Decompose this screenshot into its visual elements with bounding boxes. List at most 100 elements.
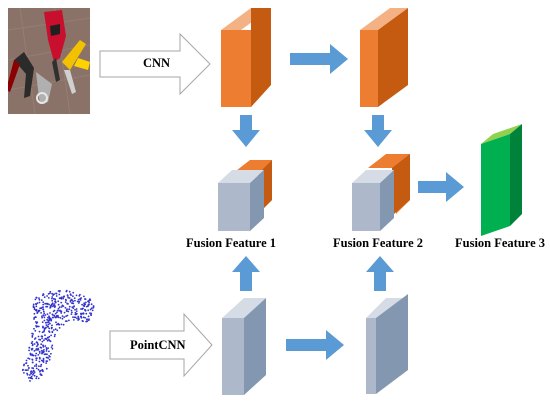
fusion-feature-3-block [481, 124, 522, 236]
point-cloud-dot [30, 372, 33, 375]
point-cloud-dot [35, 305, 38, 308]
point-cloud-dot [52, 298, 55, 300]
point-cloud-dot [90, 314, 92, 317]
point-cloud-dot [29, 352, 32, 355]
point-cloud-dot [60, 323, 63, 326]
point-cloud-dot [33, 343, 36, 345]
point-cloud-dot [39, 338, 42, 341]
point-cloud-dot [29, 380, 31, 382]
point-cloud-dot [51, 297, 53, 300]
point-cloud-dot [53, 309, 56, 312]
point-cloud-dot [41, 315, 43, 318]
point-cloud-dot [69, 300, 72, 303]
point-cloud-dot [38, 356, 41, 359]
point-cloud-dot [42, 359, 45, 361]
point-cloud-dot [80, 308, 82, 310]
point-cloud-dot [54, 300, 56, 303]
point-cloud-dot [42, 293, 45, 296]
point-cloud-dot [21, 369, 24, 372]
point-cloud-dot [43, 312, 46, 315]
point-cloud-dot [51, 344, 54, 347]
point-cloud-dot [42, 303, 45, 306]
point-cloud-dot [48, 335, 51, 338]
point-cloud-dot [30, 375, 33, 378]
point-cloud-dot [78, 295, 81, 297]
point-cloud-dot [31, 332, 33, 335]
point-cloud-dot [31, 374, 34, 376]
point-cloud-dot [41, 340, 44, 343]
point-cloud-dot [61, 317, 64, 320]
point-cloud-dot [81, 303, 83, 306]
point-cloud-dot [55, 295, 58, 297]
point-cloud-dot [62, 296, 64, 298]
point-cloud-dot [35, 367, 38, 370]
point-cloud-dot [91, 309, 94, 312]
point-cloud-dot [49, 290, 52, 293]
point-cloud-dot [29, 353, 32, 356]
point-cloud-dot [35, 303, 38, 306]
point-cloud-dot [81, 320, 84, 322]
point-cloud-dot [33, 318, 35, 320]
point-cloud-dot [47, 321, 50, 324]
point-cloud-dot [42, 344, 44, 347]
point-cloud-dot [76, 317, 78, 320]
point-cloud-dot [31, 358, 34, 361]
point-cloud-dot [88, 318, 90, 320]
point-cloud-dot [87, 300, 89, 303]
pointcnn-feature-block-2 [366, 294, 408, 394]
point-cloud-dot [40, 349, 43, 352]
point-cloud-dot [66, 314, 69, 317]
point-cloud-dot [31, 361, 34, 364]
point-cloud-dot [65, 290, 68, 293]
point-cloud-dot [51, 347, 54, 350]
fusion-feature-2-block [352, 154, 410, 231]
point-cloud-dot [90, 307, 93, 310]
point-cloud-dot [59, 317, 62, 319]
point-cloud-dot [27, 377, 30, 379]
point-cloud-dot [43, 328, 46, 331]
point-cloud-dot [83, 295, 85, 298]
arrow-cnn1-to-cnn2 [290, 44, 348, 74]
point-cloud-dot [87, 305, 89, 308]
point-cloud-dot [67, 303, 69, 305]
point-cloud-dot [66, 294, 69, 297]
point-cloud-dot [50, 352, 52, 355]
point-cloud-dot [43, 319, 46, 322]
point-cloud-dot [48, 303, 50, 306]
point-cloud-dot [52, 314, 54, 316]
point-cloud-image [21, 289, 95, 382]
point-cloud-dot [48, 350, 50, 353]
pointcnn-input-arrow [109, 312, 213, 378]
point-cloud-dot [27, 364, 29, 367]
point-cloud-dot [73, 316, 76, 319]
point-cloud-dot [54, 328, 57, 331]
point-cloud-dot [40, 346, 43, 349]
arrow-pointcnn2-to-fusion2 [366, 256, 394, 291]
point-cloud-dot [33, 374, 36, 377]
point-cloud-dot [40, 312, 42, 314]
point-cloud-dot [35, 310, 38, 312]
point-cloud-dot [70, 309, 73, 312]
point-cloud-dot [42, 314, 45, 317]
point-cloud-dot [32, 306, 35, 308]
point-cloud-dot [87, 309, 90, 312]
point-cloud-dot [60, 306, 63, 308]
fusion-feature-3-label: Fusion Feature 3 [455, 236, 546, 250]
point-cloud-dot [40, 363, 43, 366]
point-cloud-dot [55, 323, 58, 326]
point-cloud-dot [28, 346, 31, 349]
point-cloud-dot [64, 298, 67, 301]
point-cloud-dot [44, 353, 47, 356]
pointcnn-label: PointCNN [130, 338, 186, 352]
point-cloud-dot [39, 365, 42, 368]
point-cloud-dot [49, 322, 51, 325]
point-cloud-dot [75, 310, 78, 312]
point-cloud-dot [38, 360, 41, 363]
point-cloud-dot [33, 350, 36, 352]
point-cloud-dot [35, 359, 38, 361]
point-cloud-dot [48, 358, 51, 361]
fusion-feature-2-label: Fusion Feature 2 [333, 236, 424, 250]
point-cloud-dot [32, 369, 35, 372]
point-cloud-dot [40, 374, 43, 377]
point-cloud-dot [57, 307, 60, 310]
